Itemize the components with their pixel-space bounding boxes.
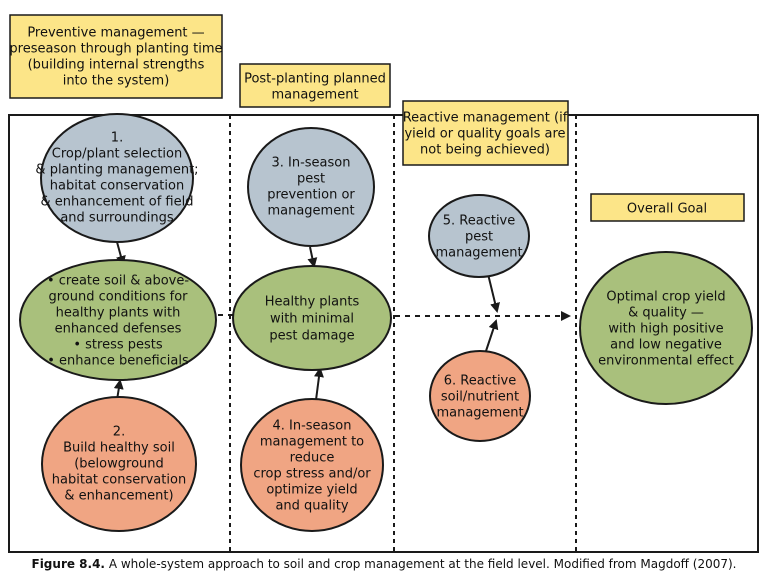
figure-label: Figure 8.4. bbox=[31, 557, 106, 571]
healthy-plants-text-line: with minimal bbox=[270, 312, 354, 327]
healthy-plants-node bbox=[232, 265, 392, 371]
soil-conditions-text: • create soil & above-ground conditions … bbox=[47, 274, 189, 369]
reactive-header-text-line: yield or quality goals are bbox=[404, 127, 565, 142]
healthy-plants-text: Healthy plants with minimal pest damage bbox=[265, 295, 360, 344]
crop-yield-text-line: Optimal crop yield bbox=[606, 290, 725, 305]
post-planting-header-text-line: Post-planting planned bbox=[244, 72, 386, 87]
crop-yield-text-line: & quality — bbox=[628, 306, 704, 321]
preventive-box bbox=[9, 14, 223, 99]
reactive-soil-text-line: management bbox=[436, 406, 523, 421]
crop-yield-text-line: environmental effect bbox=[598, 354, 734, 369]
reactive-pest-text-line: 5. Reactive bbox=[443, 214, 516, 229]
arrow-stress-to-plants bbox=[314, 367, 324, 401]
healthy-soil-text-line: Build healthy soil bbox=[63, 441, 175, 456]
goal-header-text: Overall Goal bbox=[627, 202, 707, 217]
crop-selection-text-line: & planting management; bbox=[35, 163, 198, 178]
figure-caption: Figure 8.4. A whole-system approach to s… bbox=[0, 557, 768, 571]
pest-prevention-text-line: 3. In-season bbox=[271, 156, 350, 171]
arrow-reactive-soil-to-line bbox=[485, 319, 499, 352]
reactive-soil-node bbox=[429, 350, 531, 442]
pest-prevention-text-line: prevention or bbox=[267, 188, 355, 203]
crop-yield-node bbox=[579, 251, 753, 405]
crop-selection-text-line: & enhancement of field bbox=[41, 195, 194, 210]
reactive-soil-text-line: soil/nutrient bbox=[441, 390, 519, 405]
crop-selection-text-line: and surroundings bbox=[60, 211, 174, 226]
goal-box bbox=[590, 193, 745, 222]
reactive-header-text-line: Reactive management (if bbox=[403, 111, 568, 126]
crop-selection-node bbox=[40, 113, 194, 243]
reactive-soil-text-line: 6. Reactive bbox=[444, 374, 517, 389]
preventive-header-text-line: Preventive management — bbox=[27, 26, 204, 41]
reactive-box bbox=[402, 100, 569, 166]
post-planting-header-text-line: management bbox=[271, 88, 358, 103]
crop-yield-text-line: and low negative bbox=[610, 338, 722, 353]
pest-prevention-text-line: management bbox=[267, 204, 354, 219]
healthy-soil-text-line: (belowground bbox=[74, 457, 164, 472]
healthy-soil-text-line: & enhancement) bbox=[64, 489, 173, 504]
arrow-prevention-to-plants bbox=[307, 246, 318, 268]
soil-conditions-text-line: healthy plants with bbox=[56, 306, 181, 321]
healthy-plants-text-line: Healthy plants bbox=[265, 295, 360, 310]
figure-caption-text: A whole-system approach to soil and crop… bbox=[105, 557, 737, 571]
stress-reduction-text-line: and quality bbox=[275, 499, 348, 514]
soil-conditions-text-line: • stress pests bbox=[73, 338, 163, 353]
healthy-soil-node bbox=[41, 396, 197, 532]
soil-conditions-node bbox=[19, 259, 217, 381]
crop-selection-text-line: 1. bbox=[111, 131, 123, 146]
soil-conditions-text-line: • enhance beneficials bbox=[47, 354, 189, 369]
crop-yield-text-line: with high positive bbox=[608, 322, 723, 337]
stress-reduction-text-line: reduce bbox=[290, 451, 335, 466]
goal-header-text-line: Overall Goal bbox=[627, 202, 707, 217]
preventive-header-text-line: preseason through planting time bbox=[9, 42, 222, 57]
stress-reduction-text-line: management to bbox=[260, 435, 364, 450]
stress-reduction-text-line: 4. In-season bbox=[272, 419, 351, 434]
healthy-soil-text-line: habitat conservation bbox=[52, 473, 186, 488]
healthy-soil-text: 2.Build healthy soil(belowgroundhabitat … bbox=[52, 425, 186, 504]
healthy-soil-text-line: 2. bbox=[113, 425, 125, 440]
preventive-header-text-line: (building internal strengths bbox=[28, 58, 205, 73]
arrow-reactive-pest-to-line bbox=[487, 273, 500, 313]
crop-selection-text-line: habitat conservation bbox=[50, 179, 184, 194]
reactive-pest-node bbox=[428, 194, 530, 278]
healthy-plants-text-line: pest damage bbox=[269, 329, 354, 344]
soil-conditions-text-line: ground conditions for bbox=[48, 290, 188, 305]
stress-reduction-text-line: crop stress and/or bbox=[253, 467, 371, 482]
crop-yield-text: Optimal crop yield& quality —with high p… bbox=[598, 290, 734, 369]
reactive-header-text-line: not being achieved) bbox=[420, 143, 550, 158]
stress-reduction-node bbox=[240, 398, 384, 532]
crop-selection-text: 1.Crop/plant selection& planting managem… bbox=[35, 131, 198, 226]
pest-prevention-text-line: pest bbox=[297, 172, 325, 187]
stress-reduction-text-line: optimize yield bbox=[266, 483, 357, 498]
field-frame bbox=[8, 114, 759, 553]
preventive-header-text-line: into the system) bbox=[63, 74, 170, 89]
preventive-header-text: Preventive management —preseason through… bbox=[9, 26, 222, 89]
reactive-pest-text-line: pest bbox=[465, 230, 493, 245]
soil-conditions-text-line: enhanced defenses bbox=[55, 322, 182, 337]
reactive-pest-text-line: management bbox=[435, 246, 522, 261]
crop-selection-text-line: Crop/plant selection bbox=[52, 147, 182, 162]
soil-conditions-text-line: • create soil & above- bbox=[47, 274, 189, 289]
pest-prevention-node bbox=[247, 127, 375, 247]
post-planting-box bbox=[239, 63, 391, 108]
